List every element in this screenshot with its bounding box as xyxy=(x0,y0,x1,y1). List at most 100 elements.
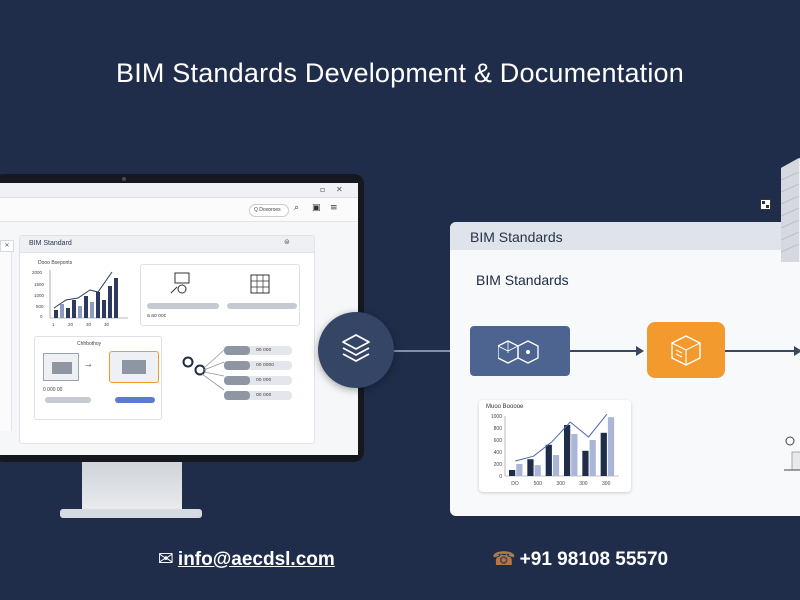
chart-title: Muoo Booooe xyxy=(486,404,524,410)
bar xyxy=(509,470,516,476)
layers-icon xyxy=(342,334,370,362)
bar xyxy=(84,296,88,318)
flow-step-model[interactable] xyxy=(470,326,570,376)
bar xyxy=(96,292,100,318)
connector-line xyxy=(364,350,454,352)
x-tick-label: 500 xyxy=(534,481,543,487)
tick-label: 30 xyxy=(86,322,92,327)
x-tick-label: 300 xyxy=(556,481,565,487)
model-thumbnail[interactable] xyxy=(43,353,79,381)
x-tick-label: DO xyxy=(511,481,519,487)
card-subtitle: BIM Standards xyxy=(476,272,569,288)
card-header: BIM Standards xyxy=(450,222,800,250)
tick-label: 1500 xyxy=(34,282,45,287)
workflow-card: Chhbothoy → 0 000 00 xyxy=(34,336,162,420)
sidebar-close-icon[interactable]: ✕ xyxy=(0,240,14,252)
document-thumbnail[interactable] xyxy=(109,351,159,383)
arrow-right-icon xyxy=(636,346,644,356)
bar xyxy=(108,286,112,318)
card-header-title: BIM Standards xyxy=(470,229,563,245)
package-icon xyxy=(671,335,701,366)
settings-icon[interactable]: ⊜ xyxy=(284,238,290,246)
presenter-icon xyxy=(784,436,800,471)
list-item[interactable]: oo oooo xyxy=(224,361,292,370)
bar xyxy=(545,444,552,476)
bar xyxy=(60,304,64,318)
trend-line xyxy=(515,413,608,462)
card-footer-label: a ao ooc xyxy=(147,313,167,319)
notification-icon[interactable]: ▣ xyxy=(312,203,321,213)
page-title: BIM Standards Development & Documentatio… xyxy=(116,58,684,88)
list-item[interactable]: oo ooo xyxy=(224,346,292,355)
x-tick-label: 300 xyxy=(579,481,588,487)
icons-card: a ao ooc xyxy=(140,264,300,326)
bar xyxy=(571,434,578,476)
bim-standards-card: BIM Standards BIM Standards Muoo Booooe … xyxy=(450,222,800,516)
monitor-base xyxy=(60,509,202,518)
y-tick-label: 200 xyxy=(494,462,503,468)
node-link-icon xyxy=(182,349,225,391)
bar xyxy=(114,278,118,318)
bar xyxy=(527,459,534,476)
tick-label: 1000 xyxy=(34,293,45,298)
building-icon xyxy=(781,158,800,262)
qr-code-icon xyxy=(760,199,771,210)
y-tick-label: 800 xyxy=(494,426,503,432)
item-list: oo ooo oo oooo oo ooo oo ooo xyxy=(224,346,292,400)
y-tick-label: 400 xyxy=(494,450,503,456)
minimize-icon[interactable]: ▫ xyxy=(320,185,326,194)
bar xyxy=(552,455,560,476)
panel-header: BIM Standard ⊜ xyxy=(20,236,314,253)
arrow-right-icon: → xyxy=(85,361,92,370)
flow-arrow-line xyxy=(725,350,795,352)
tick-label: 20 xyxy=(68,322,74,327)
search-input[interactable]: Q Doxoroes xyxy=(249,204,289,217)
mini-chart-title: Dooo Bseponts xyxy=(38,260,73,266)
bar xyxy=(54,310,58,318)
bar xyxy=(66,308,70,318)
close-icon[interactable]: ✕ xyxy=(336,185,343,194)
cubes-icon xyxy=(498,340,539,364)
tick-label: 2000 xyxy=(32,270,43,275)
search-icon[interactable]: ⌕ xyxy=(294,203,300,213)
placeholder-bar xyxy=(45,397,91,403)
monitor: ▫ ✕ Q Doxoroes ⌕ ▣ ≡ ✕ BIM Standard ⊜ Do… xyxy=(0,174,364,462)
phone-link[interactable]: ☎+91 98108 55570 xyxy=(492,548,669,570)
bar xyxy=(534,465,541,476)
bar-chart: 1000 800 600 400 200 0DO 500 300 300 300 xyxy=(491,413,619,487)
flow-step-documentation[interactable] xyxy=(647,322,725,378)
bar xyxy=(582,450,589,476)
progress-bar xyxy=(115,397,155,403)
bar xyxy=(607,417,615,476)
hub-circle xyxy=(318,312,394,388)
list-item[interactable]: oo ooo xyxy=(224,391,292,400)
y-tick-label: 600 xyxy=(494,438,503,444)
mini-bar-chart: 2000 1500 1000 500 0 1 20 xyxy=(32,270,128,327)
hand-gear-icon xyxy=(170,272,190,294)
list-item[interactable]: oo ooo xyxy=(224,376,292,385)
trend-line xyxy=(53,271,113,309)
email-link[interactable]: ✉info@aecdsl.com xyxy=(158,548,335,570)
bar xyxy=(78,306,82,318)
flow-arrow-line xyxy=(570,350,640,352)
bar xyxy=(600,432,607,476)
envelope-icon: ✉ xyxy=(158,548,174,570)
tick-label: 0 xyxy=(40,314,43,319)
app-toolbar: Q Doxoroes ⌕ ▣ ≡ xyxy=(0,198,358,222)
workflow-footer-label: 0 000 00 xyxy=(43,387,63,393)
window-titlebar: ▫ ✕ xyxy=(0,183,358,198)
placeholder-bar xyxy=(147,303,219,309)
monitor-screen: ▫ ✕ Q Doxoroes ⌕ ▣ ≡ ✕ BIM Standard ⊜ Do… xyxy=(0,183,358,455)
y-tick-label: 1000 xyxy=(491,414,502,420)
arrow-right-icon xyxy=(794,346,800,356)
x-tick-label: 300 xyxy=(602,481,611,487)
menu-icon[interactable]: ≡ xyxy=(330,203,338,213)
bar xyxy=(72,300,76,318)
bar xyxy=(516,464,523,476)
panel-title: BIM Standard xyxy=(29,240,72,247)
phone-icon: ☎ xyxy=(492,548,516,570)
placeholder-bar xyxy=(227,303,297,309)
y-tick-label: 0 xyxy=(499,474,502,480)
bar xyxy=(589,440,596,476)
